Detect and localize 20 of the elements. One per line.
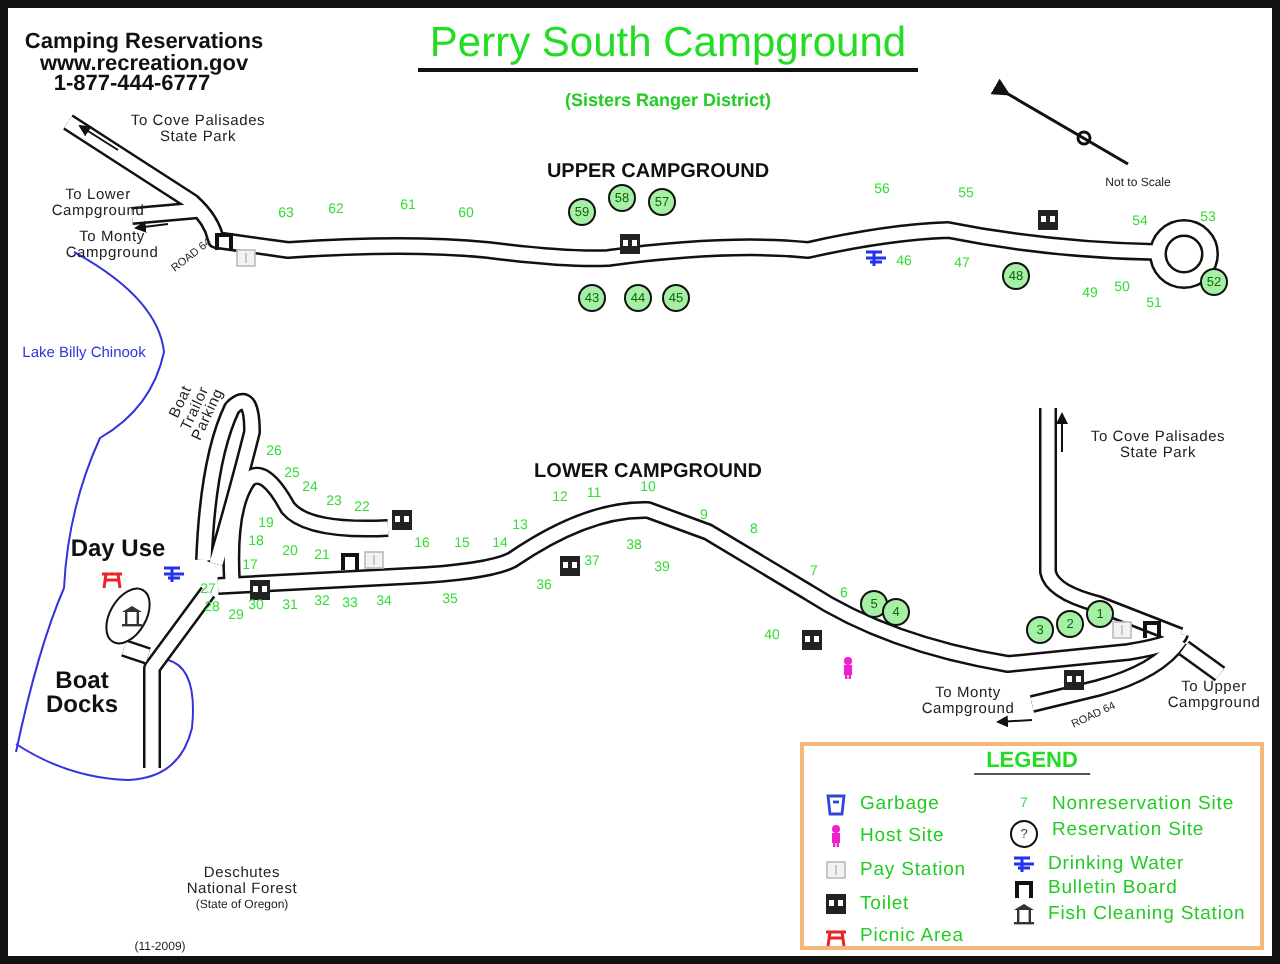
map-label: 1-877-444-6777 bbox=[53, 72, 211, 96]
map-label: Camping Reservations bbox=[24, 30, 264, 54]
legend-label: Host Site bbox=[860, 825, 945, 847]
map-label: LOWER CAMPGROUND bbox=[534, 461, 762, 483]
legend-label: Garbage bbox=[860, 793, 940, 815]
legend-label: Toilet bbox=[860, 893, 910, 915]
map-label: UPPER CAMPGROUND bbox=[546, 161, 770, 183]
map-label: www.recreation.gov bbox=[39, 52, 249, 76]
map-label: LEGEND bbox=[974, 749, 1090, 775]
legend-label: Nonreservation Site bbox=[1052, 793, 1235, 815]
legend-label: Pay Station bbox=[860, 859, 966, 881]
map-label: Day Use bbox=[70, 536, 166, 560]
map-label: (Sisters Ranger District) bbox=[564, 90, 772, 110]
legend-label: Bulletin Board bbox=[1048, 877, 1178, 899]
legend-label: Fish Cleaning Station bbox=[1048, 903, 1246, 925]
legend-label: Reservation Site bbox=[1052, 819, 1205, 841]
legend-label: Picnic Area bbox=[860, 925, 964, 947]
map-title: Perry South Campground bbox=[418, 20, 918, 72]
legend-label: Drinking Water bbox=[1048, 853, 1185, 875]
map-label: Boat Docks bbox=[43, 668, 121, 716]
